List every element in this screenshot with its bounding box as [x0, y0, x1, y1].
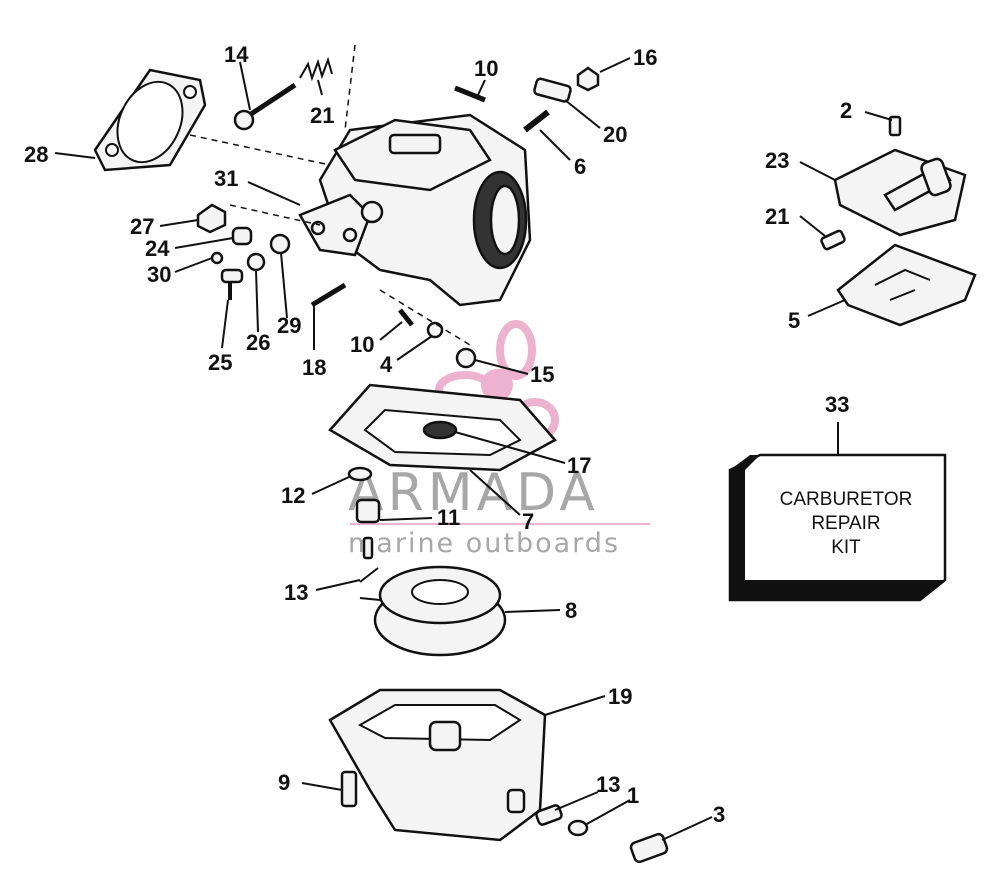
part-label: 16	[633, 45, 657, 70]
kit-line-1: CARBURETOR	[780, 489, 913, 510]
part-label: 15	[530, 362, 554, 387]
part-label: 14	[224, 42, 249, 67]
part-label: 13	[284, 580, 308, 605]
part-label: 21	[310, 103, 334, 128]
float-bowl	[328, 688, 547, 842]
part-label: 24	[145, 236, 170, 261]
leader-lines	[54, 57, 893, 841]
needle-screw	[233, 82, 297, 131]
part-label: 25	[208, 350, 232, 375]
carburetor-body	[298, 113, 532, 307]
part-label: 6	[574, 154, 586, 179]
part-label: 33	[825, 392, 849, 417]
spring	[299, 56, 333, 82]
watermark-tagline: marine outboards	[348, 528, 620, 559]
part-label: 28	[24, 142, 48, 167]
part-label: 1	[627, 783, 639, 808]
repair-kit-box: CARBURETOR REPAIR KIT	[728, 453, 947, 602]
watermark: ARMADA marine outboards	[348, 320, 650, 559]
part-label: 3	[713, 802, 725, 827]
part-label: 5	[788, 308, 800, 333]
part-label: 18	[302, 355, 326, 380]
part-label: 20	[603, 122, 627, 147]
part-label: 10	[350, 332, 374, 357]
part-label: 31	[214, 166, 238, 191]
part-label: 30	[147, 262, 171, 287]
flange-gasket	[93, 68, 207, 172]
part-label: 8	[565, 598, 577, 623]
needle-seat-parts	[347, 466, 381, 583]
part-label: 29	[277, 313, 301, 338]
alignment-lines	[189, 44, 471, 346]
bowl-gasket	[328, 383, 557, 472]
part-labels: 14 21 28 10 16 20 6 2 23 21 5 31 27 24 3…	[24, 42, 852, 827]
cover-assembly	[820, 115, 977, 327]
part-label: 21	[765, 204, 789, 229]
part-label: 2	[840, 98, 852, 123]
part-label: 27	[130, 214, 154, 239]
part-label: 17	[567, 453, 591, 478]
part-label: 12	[281, 483, 305, 508]
part-label: 19	[608, 684, 632, 709]
watermark-brand: ARMADA	[348, 463, 599, 523]
part-label: 4	[380, 352, 393, 377]
part-label: 26	[246, 330, 270, 355]
part-label: 10	[474, 56, 498, 81]
part-label: 9	[278, 770, 290, 795]
kit-line-2: REPAIR	[811, 513, 880, 534]
part-label: 7	[522, 509, 534, 534]
part-label: 11	[437, 505, 460, 530]
part-label: 23	[765, 148, 789, 173]
float	[359, 565, 507, 657]
left-small-parts	[196, 66, 600, 369]
part-label: 13	[596, 772, 620, 797]
kit-line-3: KIT	[831, 537, 861, 558]
